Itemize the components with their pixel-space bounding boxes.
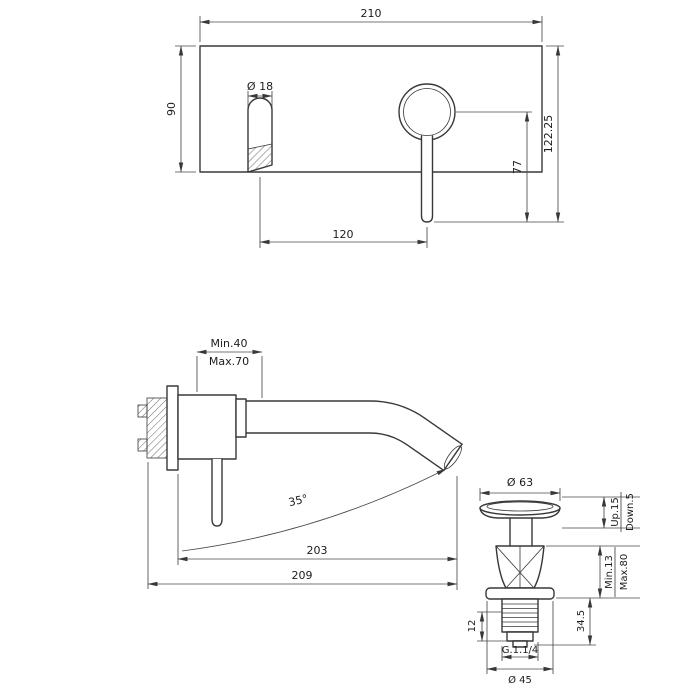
dim-nut-height: 12 xyxy=(467,620,478,633)
ext-line xyxy=(486,601,554,674)
dim-nut-height-group: 12 xyxy=(467,611,507,642)
ext-line xyxy=(434,45,564,223)
dim-depth-max: Max.70 xyxy=(209,355,249,368)
dim-spout-angle-group: 35° xyxy=(181,468,447,552)
dim-cap-diameter: Ø 63 xyxy=(507,476,533,489)
waste-nut xyxy=(506,631,534,642)
waste-cap xyxy=(479,500,561,516)
dim-plate-width-group: 210 xyxy=(199,7,543,42)
front-view: 210 90 Ø 18 77 122.25 xyxy=(165,7,564,248)
spout-neck xyxy=(235,398,247,438)
dim-overall-height: 122.25 xyxy=(542,115,555,154)
waste-view: Ø 63 Up.15 Down.5 Min.13 Max.80 34.5 xyxy=(467,476,640,686)
ext-line xyxy=(259,177,428,248)
valve-rod xyxy=(211,458,223,527)
spout-tube-top xyxy=(245,400,463,445)
waste-cap-top-face xyxy=(486,501,554,512)
waste-cap-underside xyxy=(479,507,561,519)
escutcheon-plate xyxy=(166,385,179,471)
handle-dial-inner xyxy=(403,88,451,136)
waste-flange xyxy=(485,587,555,600)
dim-overall-reach: 209 xyxy=(292,569,313,582)
waste-tip xyxy=(512,640,528,648)
ext-line xyxy=(177,474,458,590)
spout-outlet-hatch xyxy=(247,143,273,173)
handle-lever xyxy=(420,135,434,223)
dim-tailpiece-height: 34.5 xyxy=(576,610,587,632)
dim-spout-reach-group: 203 xyxy=(177,474,458,590)
dim-thread-size: G.1.1/4 xyxy=(502,645,539,656)
dim-plate-height: 90 xyxy=(165,102,178,116)
dim-waste-depth-max: Max.80 xyxy=(619,554,630,591)
in-wall-body xyxy=(146,397,168,459)
dim-flange-diameter-group: Ø 45 xyxy=(486,601,554,686)
dim-install-depth-group: Min.40 Max.70 xyxy=(196,337,263,398)
dim-spout-diameter: Ø 18 xyxy=(247,80,273,93)
angle-arc xyxy=(181,468,447,552)
dim-flange-diameter: Ø 45 xyxy=(508,674,532,686)
dim-thread-size-group: G.1.1/4 xyxy=(501,642,539,661)
mixer-body xyxy=(177,394,237,460)
dim-spout-diameter-group: Ø 18 xyxy=(247,80,273,107)
dim-travel-group: Up.15 Down.5 xyxy=(562,492,640,532)
spout-aerator xyxy=(443,445,462,470)
dim-spout-to-handle: 120 xyxy=(333,228,354,241)
waste-thread-lines xyxy=(502,603,538,627)
dim-tailpiece-height-group: 34.5 xyxy=(534,597,596,646)
ext-line xyxy=(562,496,640,529)
spout-tube-bottom xyxy=(245,432,445,472)
dim-handle-drop-group: 77 xyxy=(456,111,532,223)
dim-waste-depth-group: Min.13 Max.80 xyxy=(546,545,640,599)
dim-spout-to-handle-group: 120 xyxy=(259,177,428,248)
wall-fixing-lug xyxy=(137,438,148,452)
dim-spout-reach: 203 xyxy=(307,544,328,557)
dim-overall-reach-group: 209 xyxy=(147,462,458,589)
dim-cap-diameter-group: Ø 63 xyxy=(479,476,561,501)
wall-fixing-lug xyxy=(137,404,148,418)
dim-waste-depth-min: Min.13 xyxy=(604,555,615,589)
dim-plate-height-group: 90 xyxy=(165,45,196,173)
ext-line xyxy=(175,45,196,173)
dim-handle-drop: 77 xyxy=(511,160,524,174)
side-view: Min.40 Max.70 35° 203 209 xyxy=(137,337,463,590)
dim-depth-min: Min.40 xyxy=(210,337,247,350)
ext-line xyxy=(196,356,263,398)
dim-travel-down: Down.5 xyxy=(625,493,636,531)
ext-line xyxy=(479,488,561,501)
waste-stem xyxy=(509,517,533,547)
dim-plate-width: 210 xyxy=(361,7,382,20)
dim-spout-angle: 35° xyxy=(287,492,309,509)
spout-outlet-face xyxy=(443,443,463,472)
waste-cage-lattice xyxy=(495,545,545,589)
handle-dial-outer xyxy=(398,83,456,141)
dim-overall-height-group: 122.25 xyxy=(434,45,564,223)
ext-line xyxy=(247,91,273,107)
dim-travel-up: Up.15 xyxy=(610,497,621,527)
